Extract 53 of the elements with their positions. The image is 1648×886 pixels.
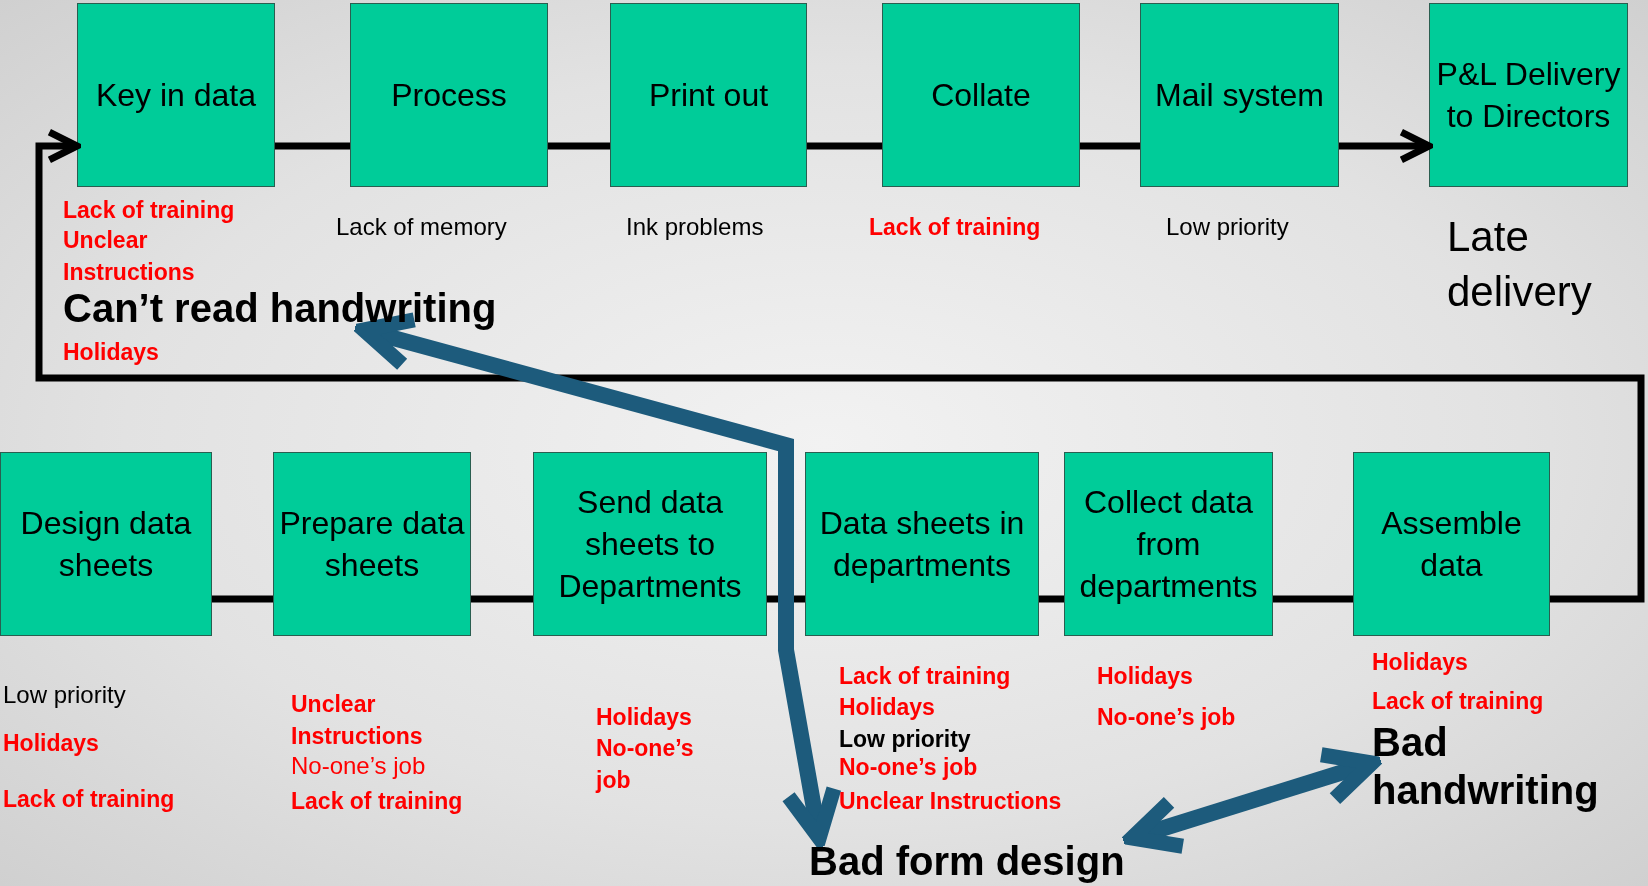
flow-line bbox=[1273, 595, 1353, 603]
cause-text: Holidays bbox=[1097, 662, 1194, 690]
process-box: P&L Delivery to Directors bbox=[1429, 3, 1628, 187]
process-box: Data sheets in departments bbox=[805, 452, 1039, 636]
cause-text: Lack of training bbox=[3, 785, 176, 813]
cause-text: Lack of training bbox=[63, 196, 236, 224]
problem-label: Bad handwriting bbox=[1372, 716, 1632, 816]
arrow bbox=[1339, 128, 1433, 164]
process-box: Key in data bbox=[77, 3, 275, 187]
cause-text: Holidays bbox=[3, 729, 100, 757]
cause-text: Unclear Instructions bbox=[291, 690, 424, 751]
cause-text: Unclear Instructions bbox=[839, 787, 1063, 815]
flow-line bbox=[212, 595, 273, 603]
flow-line bbox=[471, 595, 533, 603]
cause-text: Lack of training bbox=[291, 787, 464, 815]
cause-text: Holidays bbox=[839, 693, 936, 721]
cause-text: No-one’s job bbox=[1097, 703, 1237, 731]
cause-text: Holidays bbox=[1372, 648, 1469, 676]
cause-text: Low priority bbox=[839, 725, 972, 753]
flow-line bbox=[548, 142, 610, 150]
problem-label: Bad form design bbox=[809, 838, 1149, 884]
problem-label: Can’t read handwriting bbox=[63, 286, 533, 330]
effect-label: Late delivery bbox=[1447, 212, 1593, 317]
process-box: Collect data from departments bbox=[1064, 452, 1273, 636]
cause-text: No-one’s job bbox=[291, 752, 427, 780]
cause-text: Holidays bbox=[63, 338, 160, 366]
cause-text: No-one’s job bbox=[839, 753, 979, 781]
process-box: Design data sheets bbox=[0, 452, 212, 636]
cause-text: Lack of training bbox=[1372, 687, 1545, 715]
flow-line bbox=[1039, 595, 1064, 603]
cause-text: Holidays bbox=[596, 703, 693, 731]
flow-line bbox=[1080, 142, 1140, 150]
process-box: Process bbox=[350, 3, 548, 187]
cause-text: Lack of training bbox=[839, 662, 1012, 690]
cause-text: Lack of training bbox=[869, 213, 1042, 241]
double-arrow bbox=[356, 312, 842, 846]
cause-text: Low priority bbox=[1166, 213, 1290, 241]
cause-text: Low priority bbox=[3, 681, 127, 709]
cause-text: Ink problems bbox=[626, 213, 765, 241]
process-box: Print out bbox=[610, 3, 807, 187]
process-box: Assemble data bbox=[1353, 452, 1550, 636]
process-box: Send data sheets to Departments bbox=[533, 452, 767, 636]
double-arrow bbox=[1124, 747, 1380, 854]
flow-line bbox=[767, 595, 805, 603]
process-box: Mail system bbox=[1140, 3, 1339, 187]
flow-line bbox=[275, 142, 350, 150]
process-box: Collate bbox=[882, 3, 1080, 187]
cause-text: Unclear Instructions bbox=[63, 226, 196, 287]
arrow bbox=[35, 128, 1645, 603]
process-box: Prepare data sheets bbox=[273, 452, 471, 636]
flow-line bbox=[807, 142, 882, 150]
cause-text: Lack of memory bbox=[336, 213, 508, 241]
cause-text: No-one’s job bbox=[596, 734, 695, 795]
